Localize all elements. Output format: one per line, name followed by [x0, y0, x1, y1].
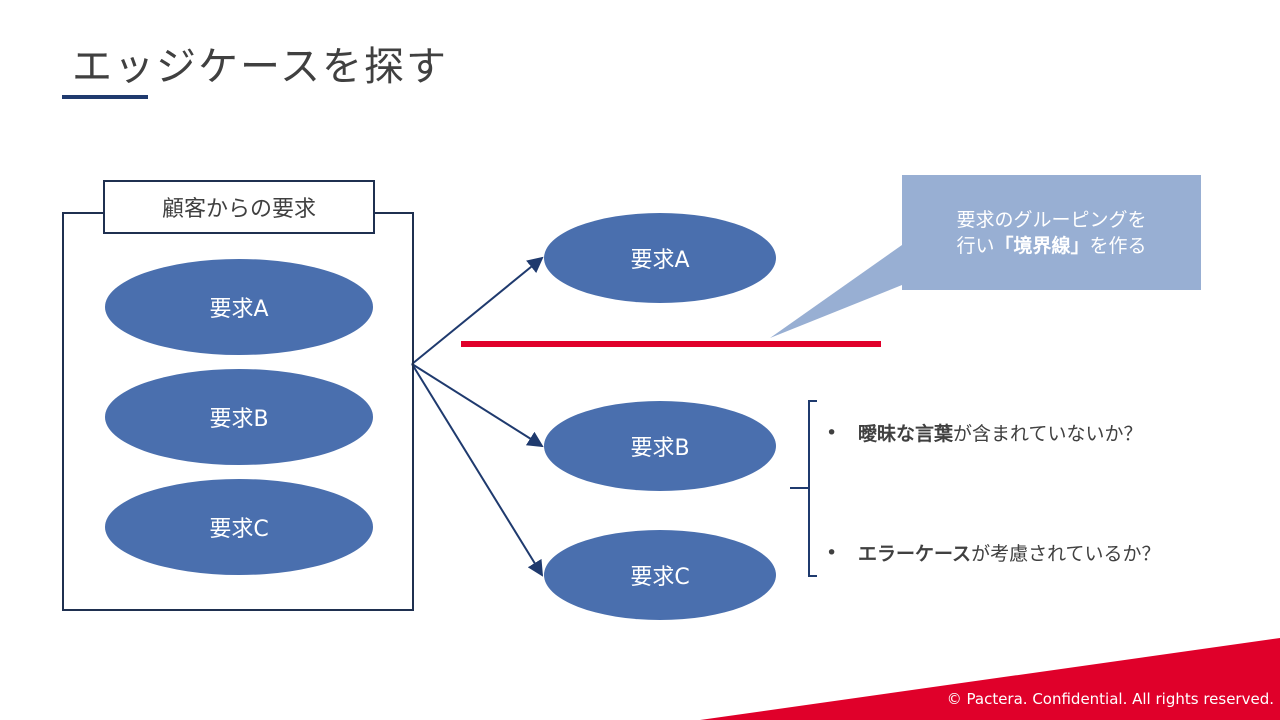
callout-line-2: 行い「境界線」を作る — [956, 233, 1146, 259]
bullet-ambiguous-words: • 曖昧な言葉が含まれていないか？ — [826, 419, 1142, 446]
right-requirement-a: 要求A — [544, 213, 776, 303]
arrow-to-requirement-c — [411, 363, 544, 577]
slide-title: エッジケースを探す — [72, 44, 448, 90]
callout-line-2-prefix: 行い — [956, 234, 995, 257]
left-requirement-c: 要求C — [105, 479, 373, 575]
bullet-2-text: が考慮されているか？ — [971, 543, 1161, 565]
right-requirement-b: 要求B — [544, 401, 776, 491]
customer-requirements-label: 顧客からの要求 — [103, 180, 375, 234]
bullet-error-cases: • エラーケースが考慮されているか？ — [826, 539, 1161, 566]
left-requirement-a: 要求A — [105, 259, 373, 355]
bullet-2-keyword: エラーケース — [858, 543, 972, 565]
bullet-1-text: が含まれていないか？ — [953, 423, 1143, 445]
curly-bracket — [790, 400, 817, 577]
arrow-to-requirement-a — [411, 256, 544, 365]
arrow-to-requirement-b — [411, 363, 544, 448]
callout-tail — [770, 245, 902, 338]
bullet-dot: • — [826, 541, 838, 564]
callout-boundary-keyword: 「境界線」 — [994, 234, 1090, 257]
callout-line-2-suffix: を作る — [1089, 234, 1147, 257]
left-requirement-b: 要求B — [105, 369, 373, 465]
copyright-notice: © Pactera. Confidential. All rights rese… — [946, 690, 1274, 708]
callout-line-1: 要求のグルーピングを — [956, 208, 1147, 231]
title-underline — [62, 95, 148, 99]
boundary-line — [461, 341, 881, 347]
bullet-1-keyword: 曖昧な言葉 — [858, 423, 954, 445]
footer-red-band — [700, 638, 1280, 720]
right-requirement-c: 要求C — [544, 530, 776, 620]
bullet-dot: • — [826, 421, 838, 444]
callout-box: 要求のグルーピングを 行い「境界線」を作る — [902, 175, 1201, 290]
